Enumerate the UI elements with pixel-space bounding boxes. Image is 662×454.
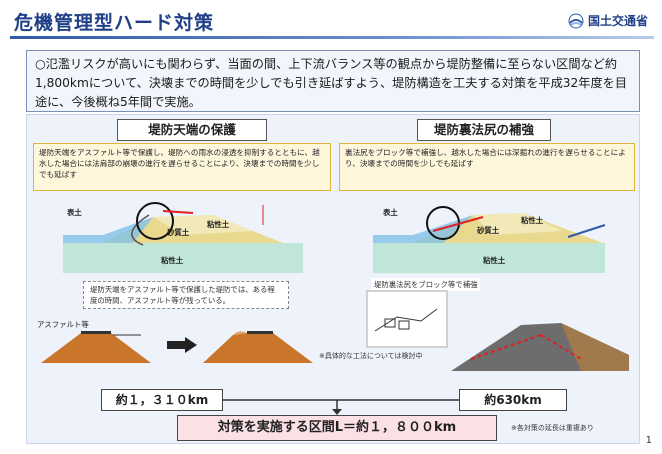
right-description: 裏法尻をブロック等で補強し、越水した場合には深掘れの進行を遅らせることにより、決… [339,143,635,191]
right-footnote: ※具体的な工法については検討中 [319,352,423,360]
summary-box: ○氾濫リスクが高いにも関わらず、当面の間、上下流バランス等の観点から堤防整備に至… [26,50,640,112]
left-label-clay-upper: 粘性土 [207,220,230,229]
right-label-sandy: 砂質土 [477,226,500,235]
asphalt-label: アスファルト等 [37,320,89,329]
header: 危機管理型ハード対策 国土交通省 [10,6,654,39]
right-section-title: 堤防裏法尻の補強 [417,119,551,141]
left-label-sandy: 砂質土 [167,228,190,237]
left-label-topsoil: 表土 [67,208,82,217]
left-levee-diagram [63,202,303,273]
page-title: 危機管理型ハード対策 [14,12,215,34]
ministry-brand: 国土交通省 [568,12,648,29]
connector-lines [223,399,459,415]
block-reinforcement-photo [451,323,629,371]
left-km-badge: 約１，３１０km [101,389,223,411]
figure-panel: 堤防天端の保護 堤防裏法尻の補強 堤防天端をアスファルト等で保護し、堤防への雨水… [26,114,640,444]
arrow-right-icon [167,337,197,353]
asphalt-after-diagram [203,331,313,363]
left-description: 堤防天端をアスファルト等で保護し、堤防への雨水の浸透を抑制するとともに、越水した… [33,143,331,191]
asphalt-before-diagram [41,331,151,363]
left-note: 堤防天端をアスファルト等で保護した堤防では、ある程度の時間、アスファルト等が残っ… [83,281,289,309]
total-section-box: 対策を実施する区間L＝約１，８００km [177,415,497,441]
right-label-topsoil: 表土 [383,208,398,217]
left-label-clay-lower: 粘性土 [161,256,184,265]
right-label-clay-upper: 粘性土 [521,216,544,225]
title-rule [10,36,654,39]
right-km-badge: 約630km [459,389,567,411]
ministry-name: 国土交通省 [587,14,648,28]
ministry-logo-icon [568,13,584,28]
block-reinforcement-sketch [366,290,448,348]
page-number: 1 [645,435,652,446]
left-section-title: 堤防天端の保護 [117,119,267,141]
right-caption: 堤防裏法尻をブロック等で補強 [371,278,481,291]
right-label-clay-lower: 粘性土 [483,256,506,265]
total-note: ※各対策の延長は重複あり [511,424,594,432]
right-levee-diagram [373,206,606,273]
